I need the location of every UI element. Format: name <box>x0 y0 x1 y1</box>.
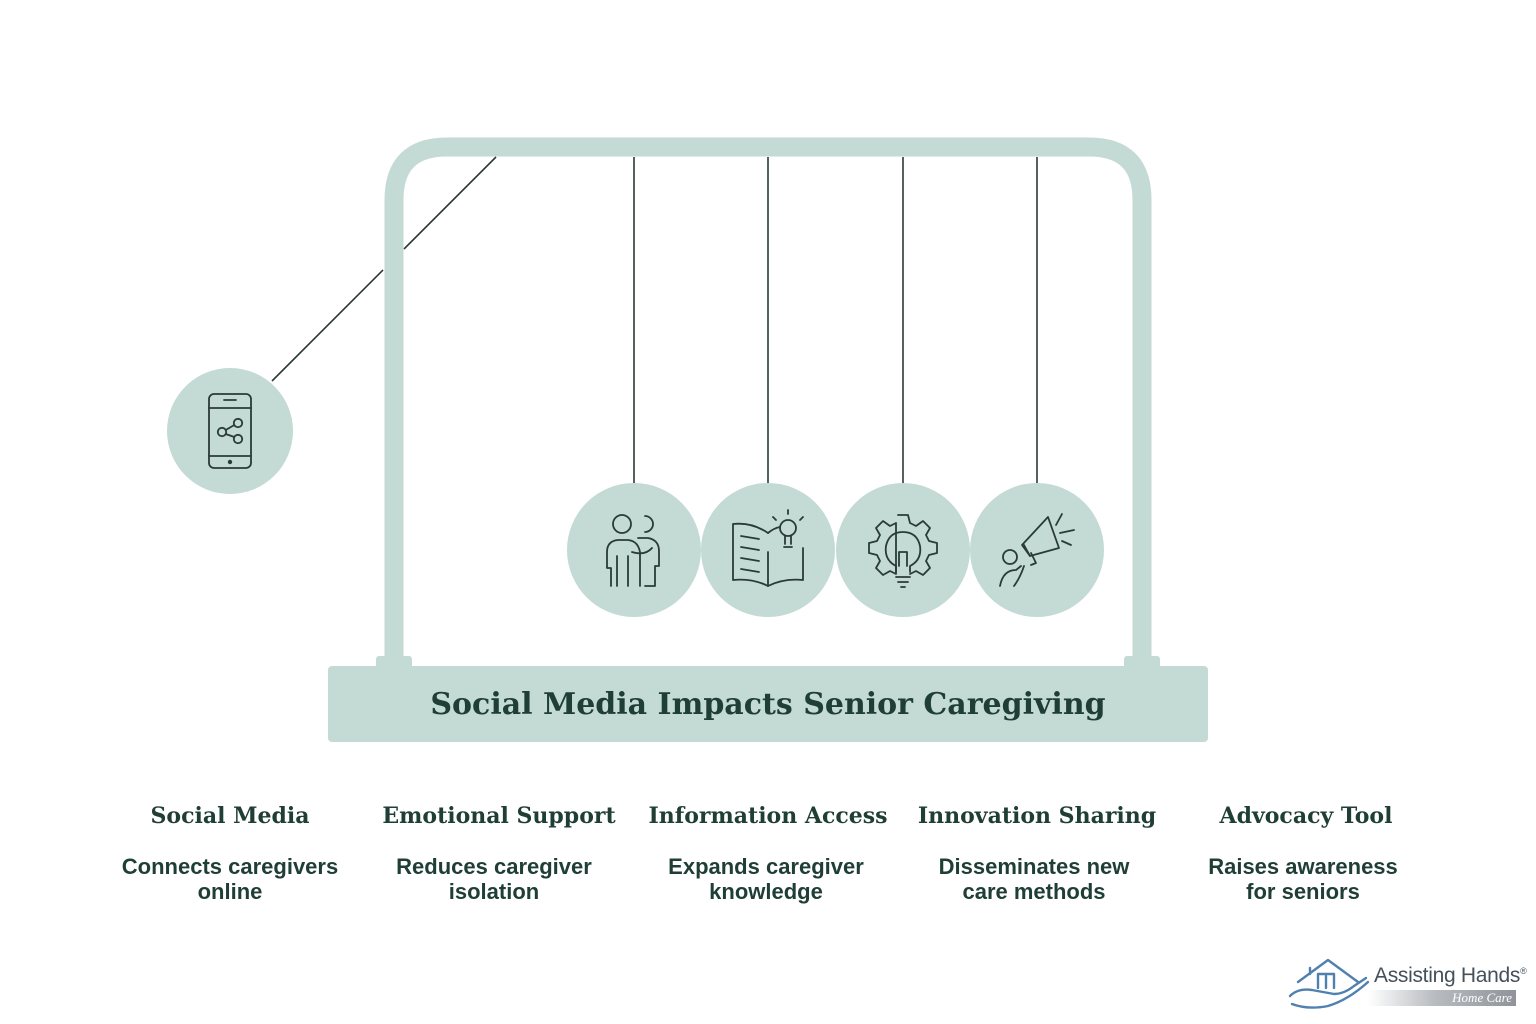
logo-trademark: ® <box>1520 966 1527 976</box>
logo-subtitle-bar <box>1368 990 1516 1006</box>
ball-emotional-support <box>567 483 701 617</box>
two-people-icon <box>606 514 660 587</box>
assisting-hands-logo: Assisting Hands® Home Care <box>1288 956 1527 1012</box>
label-title: Advocacy Tool <box>1219 803 1393 829</box>
pendulum-balls <box>167 368 1104 617</box>
logo-name-text: Assisting Hands <box>1374 964 1521 987</box>
logo-name: Assisting Hands® <box>1374 964 1527 988</box>
label-description: Expands caregiver knowledge <box>668 854 864 904</box>
ball-social-media <box>167 368 293 494</box>
cradle-base <box>328 666 1208 742</box>
ball-innovation-sharing <box>836 483 970 617</box>
label-description: Disseminates new care methods <box>938 854 1130 904</box>
label-advocacy-tool: Advocacy Tool Raises awareness for senio… <box>1166 800 1446 904</box>
cradle-frame <box>376 137 1160 668</box>
label-title: Emotional Support <box>382 803 616 829</box>
label-emotional-support: Emotional Support Reduces caregiver isol… <box>359 800 639 904</box>
ball-advocacy-tool <box>970 483 1104 617</box>
label-description: Connects caregivers online <box>121 854 339 904</box>
label-title: Information Access <box>648 803 888 829</box>
string-1-upper <box>403 156 497 250</box>
label-description: Raises awareness for seniors <box>1208 854 1398 904</box>
ball-information-access <box>701 483 835 617</box>
label-title: Social Media <box>150 803 310 829</box>
house-hand-logo-icon <box>1288 958 1370 1009</box>
megaphone-person-icon <box>999 513 1075 587</box>
label-title: Innovation Sharing <box>917 803 1157 829</box>
label-innovation-sharing: Innovation Sharing Disseminates new care… <box>897 800 1177 904</box>
string-1-lower <box>271 269 384 382</box>
gear-lightbulb-icon <box>868 514 938 588</box>
label-description: Reduces caregiver isolation <box>396 854 592 904</box>
label-information-access: Information Access Expands caregiver kno… <box>628 800 908 904</box>
pendulum-strings <box>271 156 1038 483</box>
smartphone-share-icon <box>208 393 252 469</box>
logo-subtitle: Home Care <box>1452 990 1512 1005</box>
diagram-title: Social Media Impacts Senior Caregiving <box>430 686 1106 722</box>
label-social-media: Social Media Connects caregivers online <box>90 800 370 904</box>
book-lightbulb-icon <box>732 509 804 587</box>
